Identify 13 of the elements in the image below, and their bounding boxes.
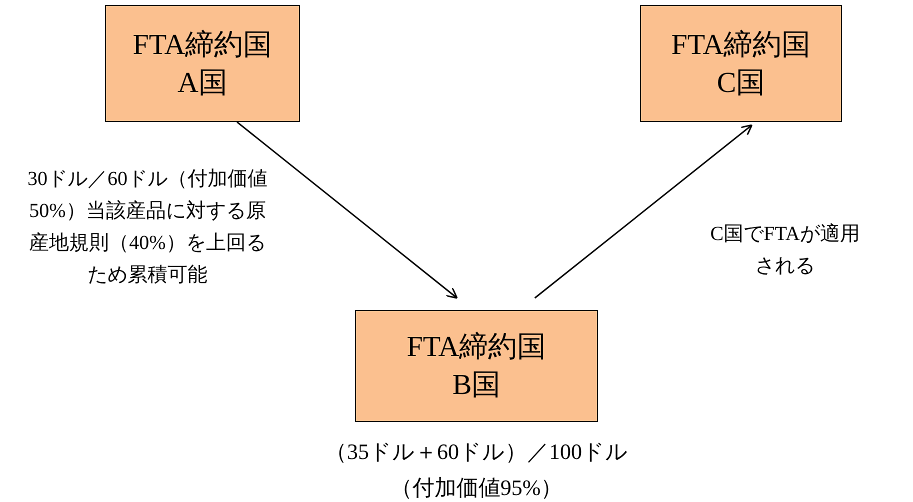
- country-label: A国: [178, 66, 228, 100]
- country-box: [355, 310, 598, 422]
- country-label: FTA締約国: [406, 330, 546, 365]
- country-box: [640, 5, 842, 122]
- value-note: （付加価値95%）: [390, 474, 563, 502]
- country-label: C国: [716, 66, 766, 100]
- country-box: [105, 5, 300, 122]
- value-note: （35ドル＋60ドル）／100ドル: [325, 438, 628, 466]
- arrow: [534, 124, 753, 299]
- country-label: FTA締約国: [671, 28, 811, 62]
- arrow: [236, 121, 458, 299]
- country-label: FTA締約国: [132, 28, 272, 62]
- country-label: B国: [452, 368, 501, 403]
